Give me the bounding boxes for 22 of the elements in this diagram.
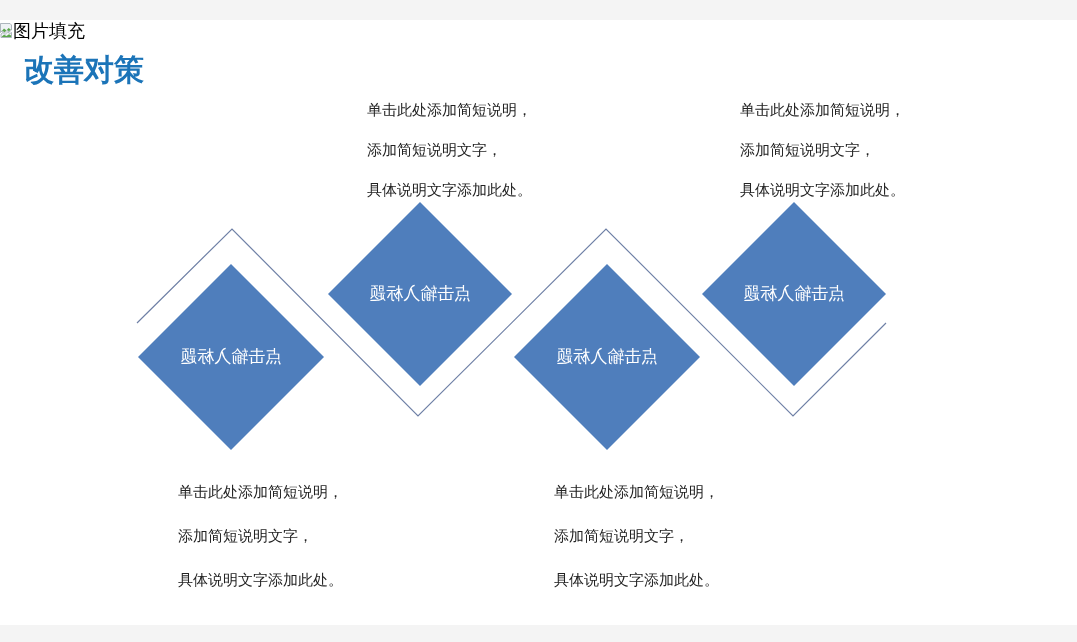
image-alt-text: 图片填充 <box>13 20 85 43</box>
diamond-title: 点击输入标题 <box>556 346 658 368</box>
description-text: 添加简短说明文字， <box>740 140 875 160</box>
description-text: 添加简短说明文字， <box>554 526 689 546</box>
description-text: 单击此处添加简短说明， <box>554 482 719 502</box>
slide-title: 改善对策 <box>24 52 144 88</box>
diamond-shape <box>702 202 886 386</box>
diamond-shape <box>328 202 512 386</box>
description-text: 具体说明文字添加此处。 <box>367 180 532 200</box>
description-text: 具体说明文字添加此处。 <box>554 570 719 590</box>
diamond-title: 点击输入标题 <box>180 346 282 368</box>
description-text: 单击此处添加简短说明， <box>740 100 905 120</box>
description-text: 添加简短说明文字， <box>178 526 313 546</box>
description-text: 添加简短说明文字， <box>367 140 502 160</box>
description-text: 具体说明文字添加此处。 <box>178 570 343 590</box>
description-text: 具体说明文字添加此处。 <box>740 180 905 200</box>
diamond-title: 点击输入标题 <box>369 283 471 305</box>
description-text: 单击此处添加简短说明， <box>367 100 532 120</box>
description-text: 单击此处添加简短说明， <box>178 482 343 502</box>
diamond-shape <box>138 264 324 450</box>
diamond-title: 点击输入标题 <box>743 283 845 305</box>
diamond-shape <box>514 264 700 450</box>
